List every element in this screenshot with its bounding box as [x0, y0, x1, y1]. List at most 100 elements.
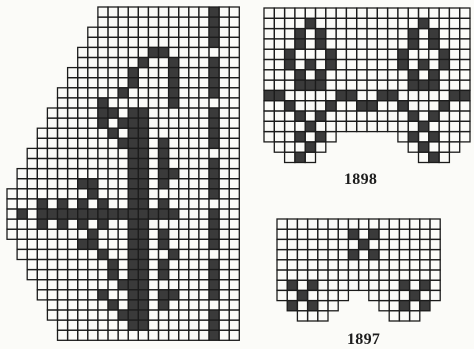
- filled-cell: [209, 17, 219, 27]
- grid-cell: [429, 142, 439, 152]
- filled-cell: [429, 152, 439, 162]
- grid-cell: [179, 199, 189, 209]
- grid-cell: [68, 199, 78, 209]
- grid-cell: [148, 78, 158, 88]
- grid-cell: [336, 121, 346, 131]
- grid-cell: [37, 290, 47, 300]
- grid-cell: [389, 239, 399, 249]
- filled-cell: [118, 209, 128, 219]
- grid-cell: [430, 229, 440, 239]
- filled-cell: [408, 111, 418, 121]
- grid-cell: [108, 17, 118, 27]
- grid-cell: [88, 78, 98, 88]
- filled-cell: [287, 301, 297, 311]
- grid-cell: [189, 27, 199, 37]
- filled-cell: [128, 310, 138, 320]
- filled-cell: [159, 179, 169, 189]
- grid-cell: [449, 132, 459, 142]
- grid-cell: [148, 199, 158, 209]
- grid-cell: [17, 169, 27, 179]
- grid-cell: [169, 138, 179, 148]
- grid-cell: [27, 260, 37, 270]
- grid-cell: [439, 18, 449, 28]
- filled-cell: [138, 290, 148, 300]
- grid-cell: [295, 60, 305, 70]
- filled-cell: [295, 111, 305, 121]
- grid-cell: [189, 169, 199, 179]
- grid-cell: [98, 229, 108, 239]
- grid-cell: [429, 101, 439, 111]
- grid-cell: [285, 132, 295, 142]
- filled-cell: [128, 270, 138, 280]
- filled-cell: [439, 49, 449, 59]
- filled-cell: [118, 138, 128, 148]
- grid-cell: [229, 37, 239, 47]
- grid-cell: [179, 280, 189, 290]
- grid-cell: [419, 70, 429, 80]
- filled-cell: [439, 101, 449, 111]
- grid-cell: [148, 300, 158, 310]
- filled-cell: [138, 118, 148, 128]
- grid-cell: [199, 108, 209, 118]
- grid-cell: [148, 68, 158, 78]
- grid-cell: [379, 270, 389, 280]
- filled-cell: [169, 249, 179, 259]
- grid-cell: [264, 29, 274, 39]
- grid-cell: [229, 330, 239, 340]
- grid-cell: [199, 229, 209, 239]
- filled-cell: [128, 108, 138, 118]
- grid-cell: [346, 39, 356, 49]
- filled-cell: [419, 121, 429, 131]
- filled-cell: [336, 90, 346, 100]
- grid-cell: [199, 169, 209, 179]
- grid-cell: [367, 39, 377, 49]
- grid-cell: [274, 60, 284, 70]
- grid-cell: [285, 121, 295, 131]
- grid-cell: [169, 47, 179, 57]
- grid-cell: [108, 118, 118, 128]
- filled-cell: [128, 239, 138, 249]
- grid-cell: [285, 39, 295, 49]
- grid-cell: [68, 330, 78, 340]
- grid-cell: [7, 199, 17, 209]
- grid-cell: [78, 138, 88, 148]
- grid-cell: [98, 68, 108, 78]
- grid-cell: [58, 239, 68, 249]
- grid-cell: [328, 219, 338, 229]
- grid-cell: [229, 159, 239, 169]
- grid-cell: [336, 8, 346, 18]
- grid-cell: [359, 250, 369, 260]
- grid-cell: [318, 280, 328, 290]
- grid-cell: [316, 49, 326, 59]
- filled-cell: [118, 280, 128, 290]
- grid-cell: [229, 290, 239, 300]
- grid-cell: [377, 8, 387, 18]
- filled-cell: [209, 27, 219, 37]
- grid-cell: [88, 47, 98, 57]
- grid-cell: [346, 29, 356, 39]
- grid-cell: [285, 18, 295, 28]
- grid-cell: [118, 169, 128, 179]
- grid-cell: [78, 108, 88, 118]
- grid-cell: [219, 47, 229, 57]
- grid-cell: [88, 169, 98, 179]
- grid-cell: [68, 290, 78, 300]
- grid-cell: [68, 189, 78, 199]
- filled-cell: [98, 98, 108, 108]
- grid-cell: [148, 189, 158, 199]
- grid-cell: [277, 239, 287, 249]
- grid-cell: [264, 80, 274, 90]
- grid-cell: [348, 270, 358, 280]
- grid-cell: [148, 179, 158, 189]
- grid-cell: [377, 80, 387, 90]
- grid-cell: [189, 310, 199, 320]
- grid-cell: [389, 311, 399, 321]
- filled-cell: [88, 239, 98, 249]
- grid-cell: [328, 239, 338, 249]
- filled-cell: [419, 80, 429, 90]
- grid-cell: [159, 330, 169, 340]
- grid-cell: [219, 189, 229, 199]
- grid-cell: [287, 219, 297, 229]
- grid-cell: [169, 17, 179, 27]
